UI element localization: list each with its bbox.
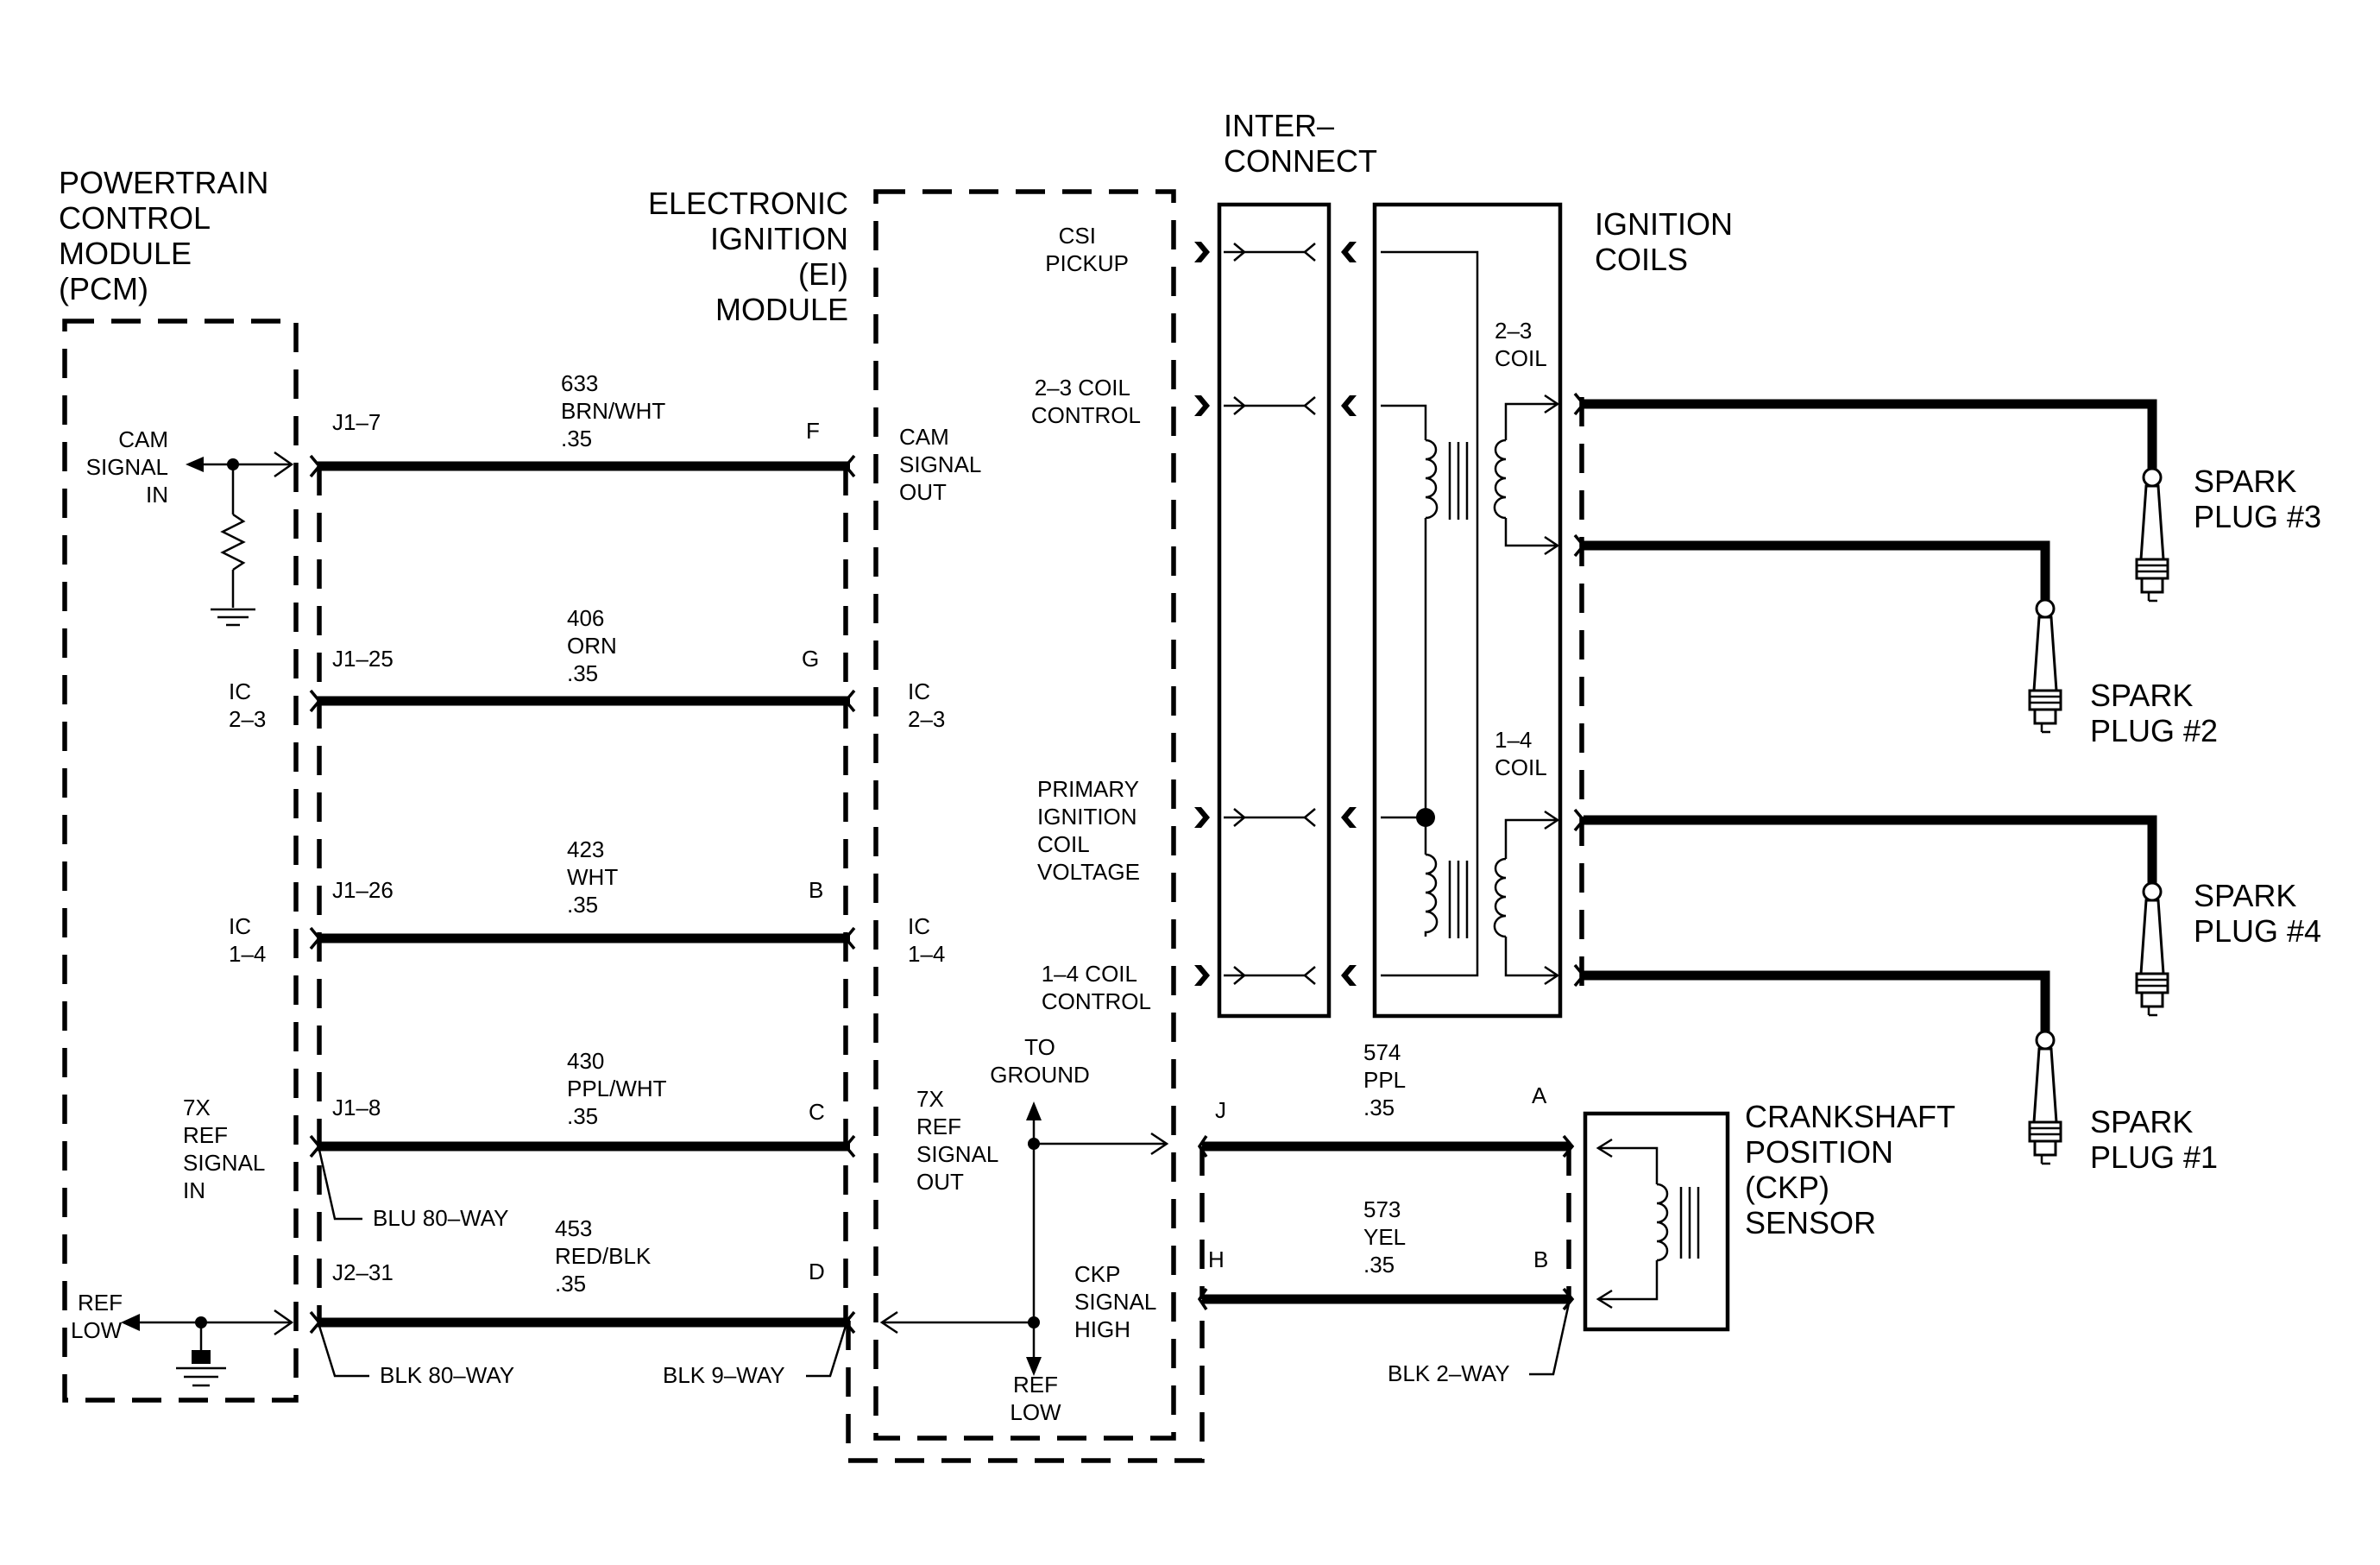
ckp-sensor-box: [1583, 1111, 1730, 1332]
svg-text:BLU 80–WAY: BLU 80–WAY: [373, 1205, 509, 1231]
pull-down-resistor-icon: [220, 513, 246, 571]
svg-text:D: D: [809, 1259, 825, 1284]
coil-23-primary-winding-icon: [1425, 439, 1439, 520]
svg-text:J1–7: J1–7: [332, 409, 381, 435]
svg-text:J2–31: J2–31: [332, 1259, 394, 1285]
pcm-ref-low-circuit: [121, 1309, 294, 1364]
ei-module-boundary: [873, 189, 1176, 1441]
spark-plug-3-icon: [2135, 467, 2169, 603]
ground-icon: [176, 1366, 226, 1387]
svg-text:B: B: [809, 877, 823, 903]
svg-text:J: J: [1215, 1097, 1226, 1123]
ei-connector-bracket-left: [846, 1321, 1205, 1463]
coil-14-secondary: [1493, 810, 1560, 986]
coil-14-core-icon: [1448, 861, 1469, 938]
pcm-cam-input-circuit: [186, 451, 294, 608]
coil-23-core-icon: [1448, 442, 1469, 520]
interconnect-title: INTER–CONNECT: [1224, 108, 1377, 179]
svg-text:BLK 80–WAY: BLK 80–WAY: [380, 1362, 514, 1388]
connector-blk-80-way: BLK 80–WAY: [318, 1325, 514, 1388]
svg-text:J1–8: J1–8: [332, 1095, 381, 1120]
ignition-coils-box: [1372, 202, 1563, 1019]
ground-block-icon: [192, 1350, 211, 1364]
svg-text:H: H: [1208, 1246, 1225, 1272]
ckp-sensor-coil: [1596, 1138, 1700, 1309]
coil-23-secondary: [1493, 394, 1560, 556]
ground-icon: [211, 608, 255, 627]
connector-blu-80-way: BLU 80–WAY: [318, 1149, 509, 1231]
svg-text:G: G: [802, 646, 819, 672]
spark-plug-wires: [1573, 392, 2157, 1036]
ei-internal-ref-routing: [879, 1101, 1169, 1376]
svg-text:A: A: [1532, 1082, 1547, 1108]
ckp-connector-pins: [1197, 1134, 1575, 1311]
connector-blk-2-way: BLK 2–WAY: [1388, 1303, 1571, 1386]
connector-blk-9-way: BLK 9–WAY: [663, 1325, 847, 1388]
ignition-coil-internal-wiring: [1381, 250, 1479, 977]
svg-text:C: C: [809, 1099, 825, 1125]
svg-text:J1–26: J1–26: [332, 877, 394, 903]
spark-plug-2-icon: [2028, 598, 2062, 734]
svg-text:BLK 9–WAY: BLK 9–WAY: [663, 1362, 785, 1388]
spark-plug-4-icon: [2135, 881, 2169, 1017]
spark-plug-1-icon: [2028, 1030, 2062, 1165]
svg-text:F: F: [806, 418, 820, 444]
interconnect-pins: [1194, 242, 1357, 986]
svg-text:BLK 2–WAY: BLK 2–WAY: [1388, 1360, 1510, 1386]
svg-text:J1–25: J1–25: [332, 646, 394, 672]
coil-14-primary-winding-icon: [1424, 853, 1439, 937]
interconnect-box: [1217, 202, 1332, 1019]
pcm-boundary: [62, 319, 299, 1403]
svg-text:B: B: [1533, 1246, 1548, 1272]
